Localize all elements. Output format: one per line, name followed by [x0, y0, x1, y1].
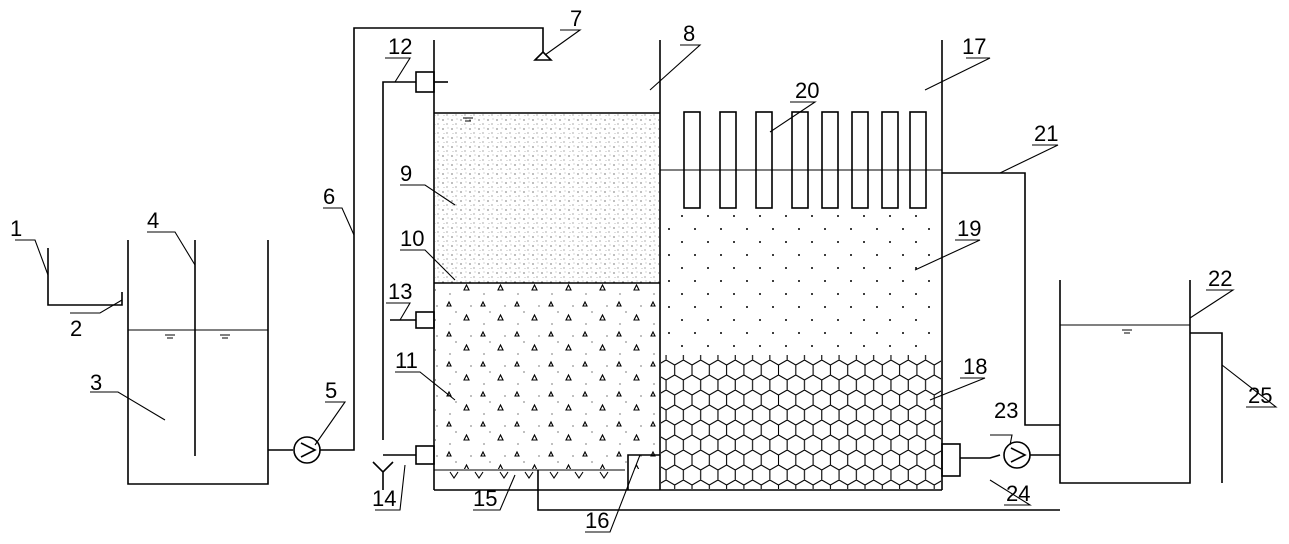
filter-tank — [433, 40, 943, 491]
inlet-pipe-1 — [47, 248, 123, 306]
raw-water-tank — [47, 240, 269, 485]
label-2: 2 — [70, 316, 82, 341]
gravel-layer-11 — [435, 284, 659, 469]
outlet-system — [537, 172, 1223, 511]
label-7: 7 — [570, 6, 582, 31]
label-16: 16 — [585, 508, 609, 533]
baffle-16 — [627, 454, 660, 490]
number-labels: 1 2 3 4 5 6 7 8 9 10 11 12 13 14 15 16 1… — [10, 6, 1272, 533]
pipe-21 — [942, 172, 1060, 426]
feed-pipe-6 — [320, 27, 544, 451]
media-19 — [661, 210, 941, 355]
label-18: 18 — [963, 354, 987, 379]
valves — [372, 71, 961, 490]
sand-layer-9 — [435, 114, 659, 283]
label-14: 14 — [372, 486, 396, 511]
spray-head-7 — [533, 50, 553, 61]
distributor-15 — [449, 471, 609, 479]
label-17: 17 — [962, 34, 986, 59]
label-23: 23 — [994, 398, 1018, 423]
label-10: 10 — [400, 226, 424, 251]
label-12: 12 — [388, 34, 412, 59]
packing-18 — [661, 355, 941, 489]
label-21: 21 — [1034, 121, 1058, 146]
label-13: 13 — [388, 279, 412, 304]
label-8: 8 — [683, 21, 695, 46]
label-6: 6 — [323, 184, 335, 209]
label-25: 25 — [1248, 383, 1272, 408]
label-4: 4 — [147, 208, 159, 233]
feed-pump-5 — [268, 27, 553, 464]
label-22: 22 — [1208, 266, 1232, 291]
overflow-25 — [1190, 332, 1223, 483]
clear-tank-22 — [1059, 280, 1191, 484]
label-3: 3 — [90, 370, 102, 395]
membrane-modules-20 — [683, 111, 927, 209]
label-5: 5 — [325, 378, 337, 403]
label-19: 19 — [957, 216, 981, 241]
label-20: 20 — [795, 78, 819, 103]
label-11: 11 — [395, 348, 418, 373]
label-15: 15 — [473, 486, 497, 511]
label-9: 9 — [400, 161, 412, 186]
leader-lines — [15, 29, 1278, 533]
label-1: 1 — [10, 216, 22, 241]
label-24: 24 — [1006, 481, 1030, 506]
bioreactor — [660, 111, 942, 489]
